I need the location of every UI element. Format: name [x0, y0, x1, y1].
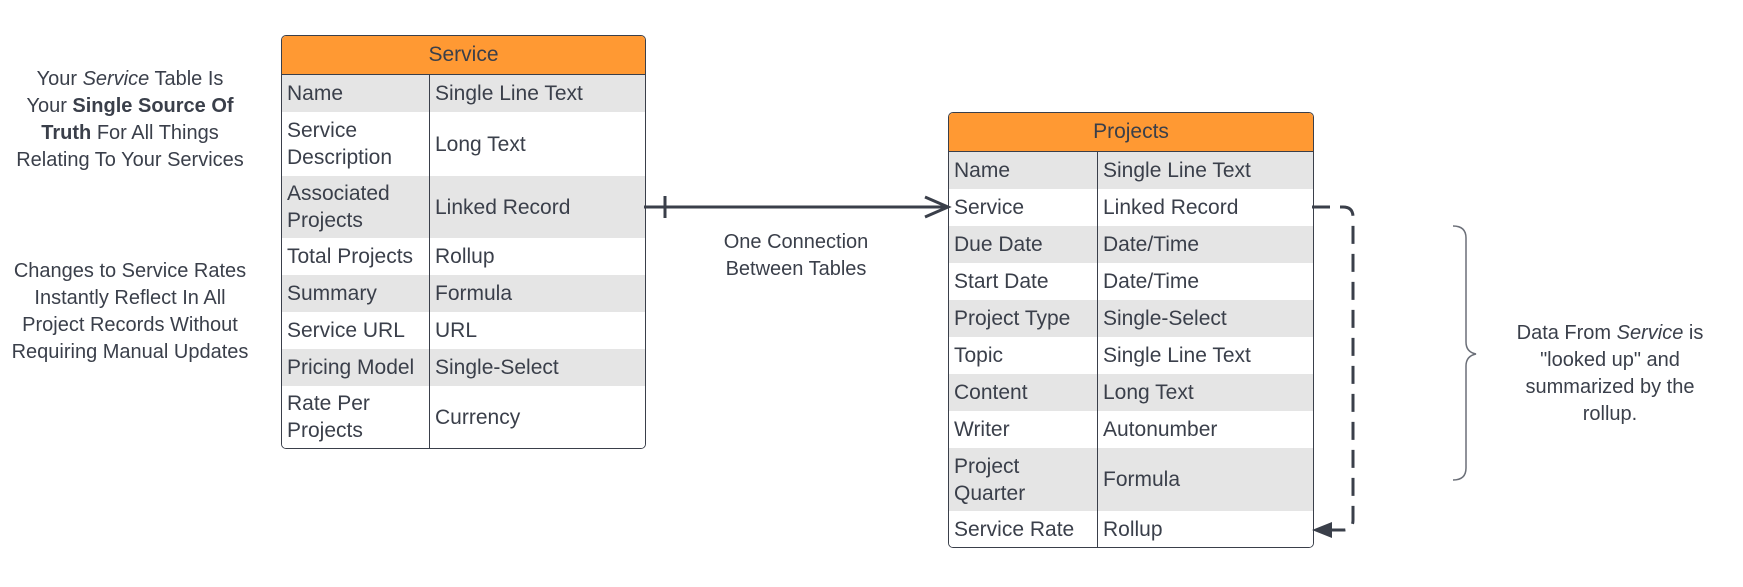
field-type: Linked Record — [435, 195, 571, 219]
field-type: Date/Time — [1103, 270, 1200, 293]
table-row: Writer Autonumber — [949, 411, 1313, 448]
connection-label: One Connection Between Tables — [723, 231, 869, 280]
projects-table-header: Projects — [949, 113, 1313, 152]
field-name: Rate Per Projects — [282, 386, 430, 448]
field-type: Single-Select — [435, 356, 559, 379]
table-row: Due Date Date/Time — [949, 226, 1313, 263]
table-row: Name Single Line Text — [282, 75, 645, 112]
field-type: Rollup — [1103, 517, 1163, 541]
table-row: Service Description Long Text — [282, 112, 645, 176]
field-type: Single Line Text — [435, 82, 583, 105]
service-table-header: Service — [282, 36, 645, 75]
projects-table-body: Name Single Line Text Service Linked Rec… — [949, 152, 1313, 547]
table-row: Service URL URL — [282, 312, 645, 349]
annotation-source-of-truth: Your Service Table Is Your Single Source… — [16, 68, 244, 171]
field-type: Long Text — [435, 132, 526, 156]
table-row: Start Date Date/Time — [949, 263, 1313, 300]
table-row: Rate Per Projects Currency — [282, 386, 645, 448]
field-name: Pricing Model — [282, 349, 430, 386]
field-name: Writer — [949, 411, 1098, 448]
field-type: Autonumber — [1103, 418, 1218, 441]
field-name: Name — [949, 152, 1098, 189]
table-row: Service Rate Rollup — [949, 511, 1313, 547]
projects-table: Projects Name Single Line Text Service L… — [948, 112, 1314, 548]
field-type: Formula — [435, 282, 513, 305]
field-name: Service Description — [282, 112, 430, 176]
annotation-instant-update: Changes to Service Rates Instantly Refle… — [11, 260, 249, 363]
field-type: Single Line Text — [1103, 159, 1251, 182]
arrowhead-icon — [1312, 522, 1332, 538]
table-row: Project Type Single-Select — [949, 300, 1313, 337]
lookup-dashed-arrow — [1312, 205, 1355, 538]
field-type: URL — [435, 319, 478, 342]
field-name: Service Rate — [949, 511, 1098, 547]
field-type: Formula — [1103, 468, 1181, 491]
table-row: Summary Formula — [282, 275, 645, 312]
field-name: Project Quarter — [949, 448, 1098, 511]
field-type: Linked Record — [1103, 196, 1239, 219]
table-row: Associated Projects Linked Record — [282, 176, 645, 238]
field-name: Associated Projects — [282, 176, 430, 238]
field-type: Single-Select — [1103, 307, 1227, 330]
field-name: Due Date — [949, 226, 1098, 263]
curly-brace — [1452, 225, 1477, 481]
service-table-body: Name Single Line Text Service Descriptio… — [282, 75, 645, 448]
table-row: Topic Single Line Text — [949, 337, 1313, 374]
field-name: Summary — [282, 275, 430, 312]
field-name: Topic — [949, 337, 1098, 374]
table-row: Total Projects Rollup — [282, 238, 645, 275]
field-name: Service URL — [282, 312, 430, 349]
field-type: Currency — [435, 405, 521, 429]
field-name: Service — [949, 189, 1098, 226]
field-type: Date/Time — [1103, 233, 1200, 256]
field-type: Long Text — [1103, 381, 1194, 404]
field-type: Single Line Text — [1103, 344, 1251, 367]
field-name: Total Projects — [282, 238, 430, 275]
field-name: Start Date — [949, 263, 1098, 300]
field-name: Project Type — [949, 300, 1098, 337]
table-row: Content Long Text — [949, 374, 1313, 411]
service-table: Service Name Single Line Text Service De… — [281, 35, 646, 449]
table-row: Service Linked Record — [949, 189, 1313, 226]
relationship-line — [644, 195, 952, 219]
many-crowfoot — [924, 195, 952, 219]
table-row: Project Quarter Formula — [949, 448, 1313, 511]
annotation-lookup-rollup: Data From Service is "looked up" and sum… — [1516, 322, 1704, 425]
table-row: Name Single Line Text — [949, 152, 1313, 189]
table-row: Pricing Model Single-Select — [282, 349, 645, 386]
field-type: Rollup — [435, 245, 495, 268]
field-name: Name — [282, 75, 430, 112]
field-name: Content — [949, 374, 1098, 411]
